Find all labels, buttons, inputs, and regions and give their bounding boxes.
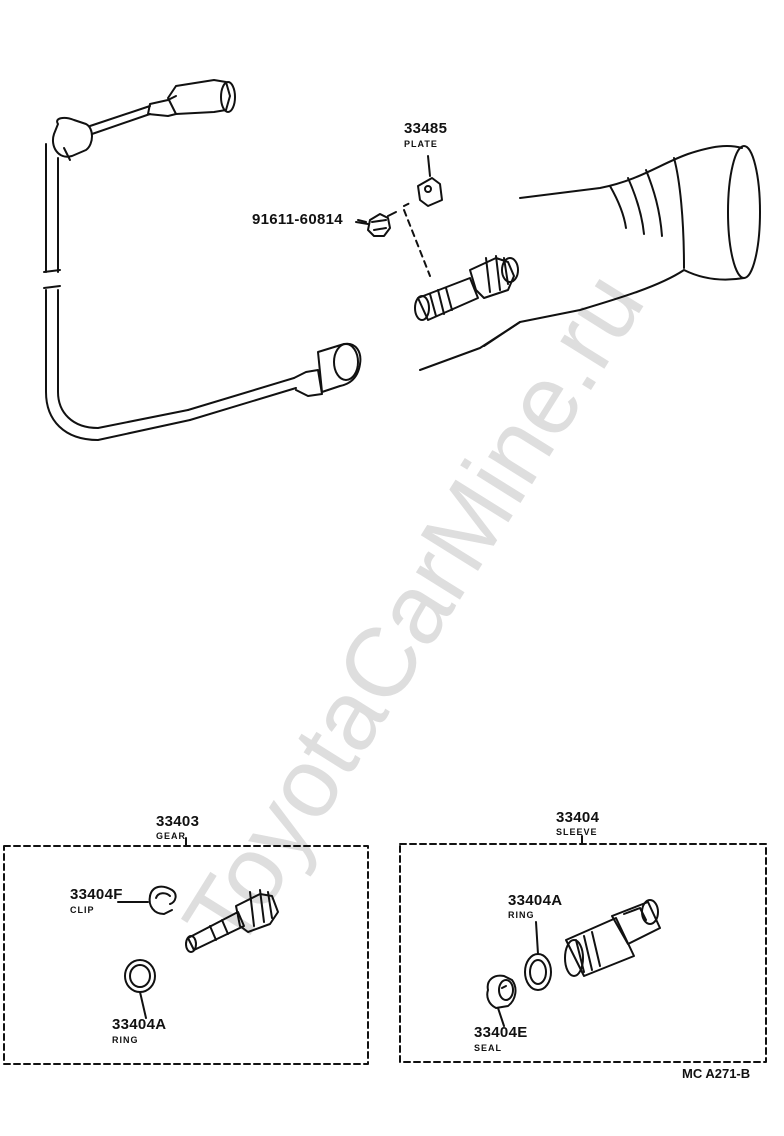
sleeve-part-name: SLEEVE: [556, 827, 598, 837]
gear-ring-part-number: 33404A: [112, 1016, 167, 1033]
bolt-assembly: [357, 155, 443, 277]
gear-ring-part-name: RING: [112, 1035, 139, 1045]
clip-part-name: CLIP: [70, 905, 95, 915]
transmission-housing: [419, 145, 761, 371]
sleeve-ring-part-name: RING: [508, 910, 535, 920]
gear-kit-box: [3, 837, 369, 1065]
sleeve-kit-box: [399, 835, 767, 1063]
bolt-part-number: 91611-60814: [252, 211, 343, 228]
bolt-leader: [355, 221, 369, 225]
driven-gear-upper: [414, 255, 519, 321]
sleeve-part-number: 33404: [556, 809, 600, 826]
seal-part-number: 33404E: [474, 1024, 528, 1041]
clip-part-number: 33404F: [70, 886, 123, 903]
gear-part-number: 33403: [156, 813, 200, 830]
diagram-code: MC A271-B: [682, 1066, 751, 1081]
gear-part-name: GEAR: [156, 831, 187, 841]
speedometer-cable: [43, 79, 362, 441]
seal-part-name: SEAL: [474, 1043, 503, 1053]
sleeve-ring-part-number: 33404A: [508, 892, 563, 909]
plate-part-number: 33485: [404, 120, 448, 137]
plate-part-name: PLATE: [404, 139, 438, 149]
